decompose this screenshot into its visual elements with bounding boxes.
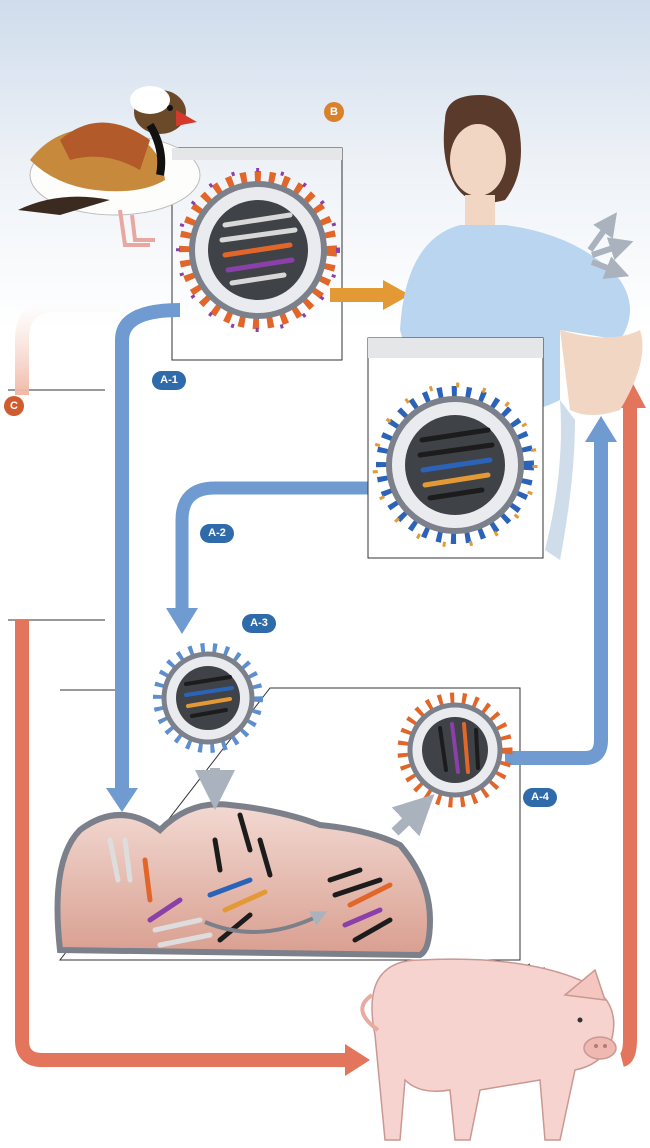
label-b: B	[324, 102, 344, 122]
label-a2: A-2	[200, 524, 234, 543]
label-a4: A-4	[523, 788, 557, 807]
label-c: C	[4, 396, 24, 416]
label-a1: A-1	[152, 371, 186, 390]
label-a3: A-3	[242, 614, 276, 633]
